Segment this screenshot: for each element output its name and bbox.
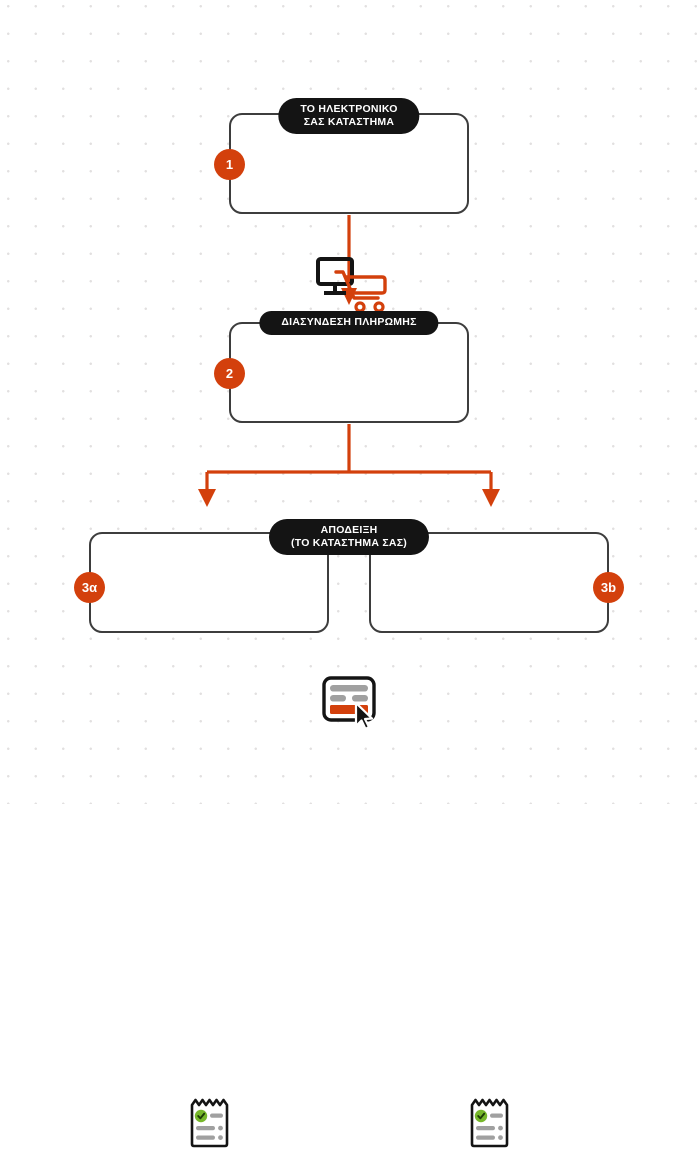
node-title-2-line1: ΔΙΑΣΥΝΔΕΣΗ ΠΛΗΡΩΜΗΣ xyxy=(281,316,417,328)
node-title-1-line1: ΤΟ ΗΛΕΚΤΡΟΝΙΚΟ xyxy=(300,103,398,115)
node-badge-2[interactable]: 2 xyxy=(214,358,245,389)
edge-branch-to-3b xyxy=(482,472,500,507)
node-badge-3a[interactable]: 3α xyxy=(74,572,105,603)
node-card-2[interactable] xyxy=(229,322,469,731)
node-badge-1[interactable]: 1 xyxy=(214,149,245,180)
payment-card-cursor-icon xyxy=(306,672,392,734)
receipt-check-icon xyxy=(454,1092,524,1152)
node-badge-3a-label: 3α xyxy=(81,580,98,595)
node-badge-3b[interactable]: 3b xyxy=(593,572,624,603)
online-store-cart-icon xyxy=(306,251,392,315)
node-title-2: ΔΙΑΣΥΝΔΕΣΗ ΠΛΗΡΩΜΗΣ xyxy=(259,311,439,335)
node-title-1: ΤΟ ΗΛΕΚΤΡΟΝΙΚΟ ΣΑΣ ΚΑΤΑΣΤΗΜΑ xyxy=(278,98,420,134)
edge-2-to-branch xyxy=(207,424,491,474)
node-badge-3b-label: 3b xyxy=(600,580,617,595)
node-title-3b-line1: ΑΠΟΔΕΙΞΗ xyxy=(320,524,378,536)
node-title-1-line2: ΣΑΣ ΚΑΤΑΣΤΗΜΑ xyxy=(303,115,395,128)
node-title-3b: ΑΠΟΔΕΙΞΗ (ΤΟ ΚΑΤΑΣΤΗΜΑ ΣΑΣ) xyxy=(268,519,430,555)
receipt-check-icon xyxy=(174,1092,244,1152)
node-badge-2-label: 2 xyxy=(225,366,234,381)
node-title-3b-line2: (ΤΟ ΚΑΤΑΣΤΗΜΑ ΣΑΣ) xyxy=(290,536,408,549)
edge-branch-to-3a xyxy=(198,472,216,507)
node-badge-1-label: 1 xyxy=(225,157,234,172)
